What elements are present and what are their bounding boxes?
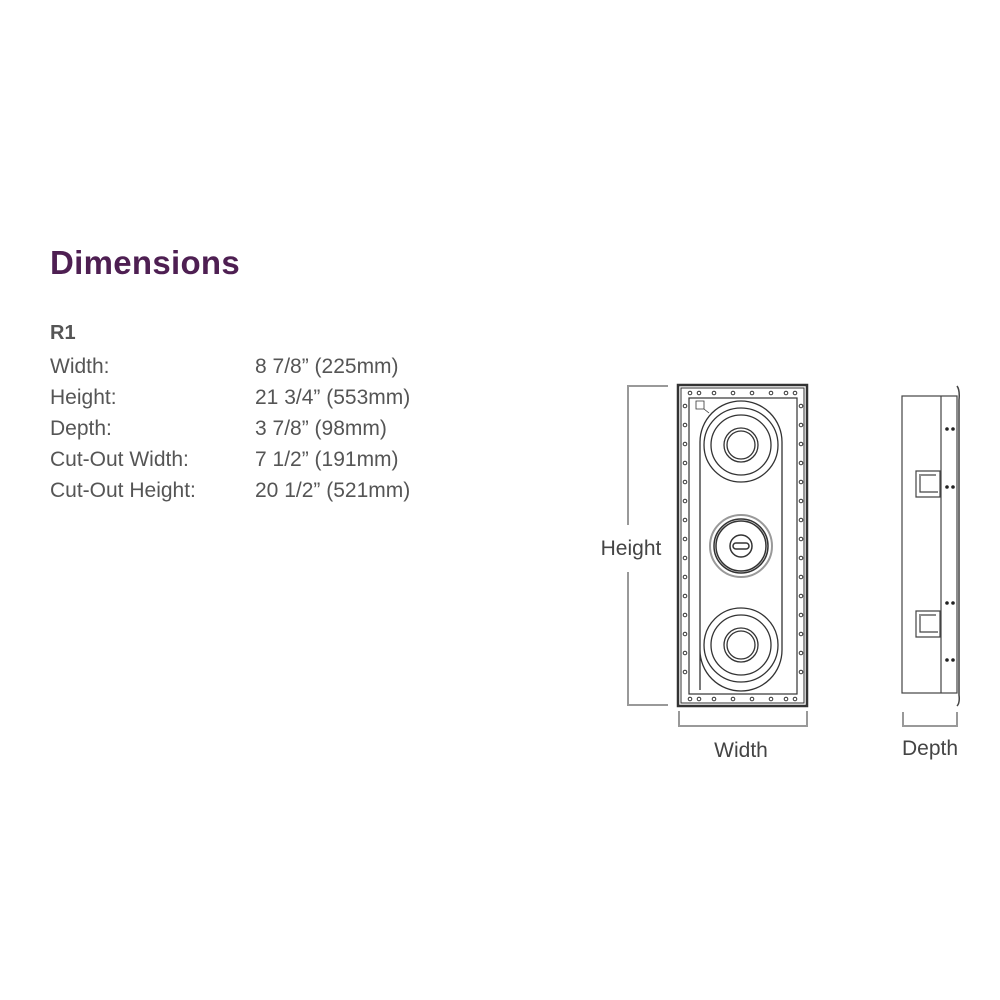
- model-name: R1: [50, 322, 76, 344]
- screw-dot: [798, 650, 804, 656]
- screw-dot: [711, 696, 717, 702]
- width-label: Width: [714, 739, 768, 762]
- screw-dot: [783, 696, 789, 702]
- screw-dot: [798, 536, 804, 542]
- clamp-upper: [915, 470, 941, 498]
- screw-dot: [682, 517, 688, 523]
- side-body: [901, 395, 958, 694]
- screw-dot: [798, 441, 804, 447]
- screw-dot: [682, 460, 688, 466]
- screw-dot: [711, 390, 717, 396]
- front-view: [676, 383, 809, 708]
- spec-row-width: Width: 8 7/8” (225mm): [50, 351, 410, 382]
- depth-label: Depth: [902, 737, 958, 760]
- spec-list: Width: 8 7/8” (225mm) Height: 21 3/4” (553…: [50, 351, 410, 506]
- spec-label: Depth:: [50, 417, 112, 440]
- screw-dot: [682, 574, 688, 580]
- screw-dot: [798, 555, 804, 561]
- baffle: [688, 397, 798, 695]
- spec-row-depth: Depth: 3 7/8” (98mm): [50, 413, 410, 444]
- screw-dot: [682, 536, 688, 542]
- screw-dot: [730, 390, 736, 396]
- screw-dot: [730, 696, 736, 702]
- screw-dot: [682, 593, 688, 599]
- screw-dot: [798, 498, 804, 504]
- spec-row-height: Height: 21 3/4” (553mm): [50, 382, 410, 413]
- screw-dot: [798, 631, 804, 637]
- tweeter: [709, 514, 773, 578]
- screw-dot: [798, 574, 804, 580]
- clamp-lower: [915, 610, 941, 638]
- grille-outline: [699, 400, 783, 692]
- screw-dot: [798, 517, 804, 523]
- screw-dot: [682, 650, 688, 656]
- spec-value: 20 1/2” (521mm): [255, 479, 411, 502]
- frame-inner-edge: [680, 387, 805, 704]
- spec-value: 7 1/2” (191mm): [255, 448, 399, 471]
- screw-dot: [768, 390, 774, 396]
- screw-dot: [687, 696, 693, 702]
- screw-dot: [682, 555, 688, 561]
- screw-dot: [682, 479, 688, 485]
- screw-dot: [783, 390, 789, 396]
- side-flange: [956, 385, 960, 707]
- screw-dot: [682, 612, 688, 618]
- width-bracket: [678, 711, 808, 727]
- height-label: Height: [601, 537, 662, 560]
- screw-dot: [682, 669, 688, 675]
- screw-dot: [798, 593, 804, 599]
- height-bracket: [627, 385, 668, 706]
- lower-woofer: [703, 607, 779, 683]
- screw-dot: [798, 460, 804, 466]
- side-view: [901, 385, 960, 707]
- screw-dot: [696, 696, 702, 702]
- spec-value: 3 7/8” (98mm): [255, 417, 387, 440]
- side-screws: [945, 427, 955, 662]
- screw-dot: [798, 479, 804, 485]
- screw-dot: [798, 422, 804, 428]
- outer-frame: [676, 383, 809, 708]
- spec-row-cutout-height: Cut-Out Height: 20 1/2” (521mm): [50, 475, 410, 506]
- screw-dot: [792, 696, 798, 702]
- screw-dot: [682, 631, 688, 637]
- depth-bracket: [902, 712, 958, 727]
- corner-mark: [695, 400, 710, 414]
- screw-dot: [687, 390, 693, 396]
- screw-dot: [682, 498, 688, 504]
- spec-row-cutout-width: Cut-Out Width: 7 1/2” (191mm): [50, 444, 410, 475]
- screw-dot: [798, 403, 804, 409]
- spec-value: 8 7/8” (225mm): [255, 355, 399, 378]
- screw-dot: [682, 422, 688, 428]
- page-title: Dimensions: [50, 244, 241, 281]
- screw-dot: [798, 669, 804, 675]
- screw-dot: [749, 696, 755, 702]
- spec-label: Width:: [50, 355, 110, 378]
- spec-label: Height:: [50, 386, 117, 409]
- screw-dot: [682, 441, 688, 447]
- spec-value: 21 3/4” (553mm): [255, 386, 411, 409]
- screw-dot: [749, 390, 755, 396]
- spec-label: Cut-Out Width:: [50, 448, 189, 471]
- screw-dot: [768, 696, 774, 702]
- screw-dot: [682, 403, 688, 409]
- screw-dot: [696, 390, 702, 396]
- screw-dot: [798, 612, 804, 618]
- upper-woofer: [703, 407, 779, 483]
- spec-label: Cut-Out Height:: [50, 479, 196, 502]
- screw-dot: [792, 390, 798, 396]
